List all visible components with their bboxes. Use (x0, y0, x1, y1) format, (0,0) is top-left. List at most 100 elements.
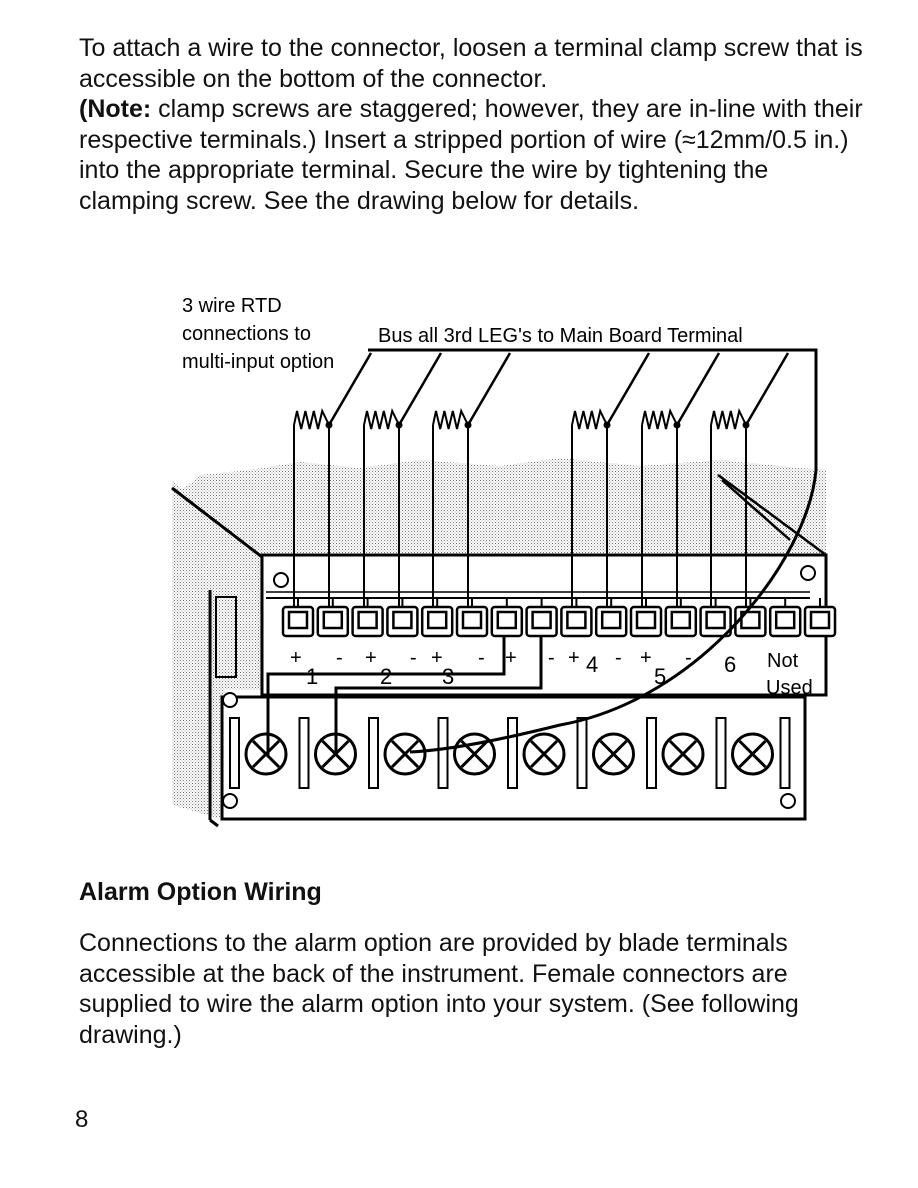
terminal-block (351, 598, 384, 638)
channel-number: 4 (586, 652, 598, 677)
resistor-symbol (432, 408, 469, 430)
terminal-block (629, 598, 663, 638)
bus-wire (368, 348, 818, 754)
resistor-symbol (363, 408, 400, 430)
third-leg-wire (605, 352, 651, 426)
rtd-sensor (571, 352, 651, 607)
board-mount-hole (222, 793, 238, 809)
rtd-label: 3 wire RTD (182, 295, 282, 317)
board-mount-hole (273, 572, 289, 588)
wire-to-main-board (266, 636, 506, 755)
terminal-divider (779, 717, 791, 789)
enclosure-edge-bottom (209, 818, 219, 828)
terminal-opening (809, 610, 831, 630)
enclosure-edge-right (717, 473, 827, 557)
intro-note-text: clamp screws are staggered; however, the… (79, 95, 863, 215)
terminal-opening (357, 610, 378, 630)
terminal-opening (774, 610, 796, 630)
rtd-sensors (293, 352, 790, 607)
alarm-paragraph: Connections to the alarm option are prov… (79, 929, 799, 1049)
rtd-sensor (641, 352, 721, 607)
rtd-sensor (363, 352, 443, 607)
terminal-divider (298, 717, 310, 789)
terminal-opening (496, 610, 518, 630)
terminal-divider (576, 717, 588, 789)
screw-slot (599, 739, 628, 769)
screw-terminal (368, 717, 427, 789)
terminal-block (768, 598, 802, 638)
board-mount-hole (780, 793, 796, 809)
terminal-divider (646, 717, 657, 789)
terminal-block (525, 598, 558, 638)
terminal-opening (531, 610, 552, 630)
screw-terminal (507, 717, 566, 789)
polarity-mark: - (685, 647, 692, 669)
intro-text: To attach a wire to the connector, loose… (79, 34, 863, 93)
resistor-symbol (710, 408, 747, 430)
third-leg-wire (675, 352, 721, 426)
screw-terminal (715, 717, 791, 789)
terminal-block (386, 598, 419, 638)
screw-terminal (229, 717, 288, 789)
screw-slot (668, 739, 698, 769)
resistor-symbol (293, 408, 330, 430)
screw-slot (460, 739, 489, 769)
channel-number: 1 (306, 664, 318, 689)
screw-slot (529, 739, 559, 769)
screw-slot (738, 739, 767, 769)
rtd-sensor (710, 352, 790, 607)
terminal-block (803, 598, 837, 638)
channel-number: 2 (380, 664, 392, 689)
terminal-opening (740, 610, 761, 630)
screw-terminal (437, 717, 496, 789)
polarity-mark: + (640, 647, 652, 669)
screw-slot (390, 739, 420, 769)
third-leg-wire (327, 352, 373, 426)
resistor-symbol (641, 408, 678, 430)
third-leg-wire (397, 352, 443, 426)
terminal-opening (461, 610, 483, 630)
section-heading: Alarm Option Wiring (79, 878, 322, 906)
third-leg-wire (744, 352, 790, 426)
terminal-block (455, 598, 489, 638)
terminal-block (594, 598, 628, 638)
terminal-block (664, 598, 698, 638)
screw-slot (251, 739, 281, 769)
resistor-symbol (571, 408, 608, 430)
terminal-opening (566, 610, 587, 630)
polarity-mark: - (478, 647, 485, 669)
not-used-label: Used (766, 677, 813, 699)
terminal-block (281, 598, 315, 638)
polarity-mark: - (548, 647, 555, 669)
terminal-opening (426, 610, 448, 630)
terminal-divider (715, 717, 727, 789)
terminal-divider (437, 717, 449, 789)
screw-terminal (576, 717, 635, 789)
polarity-mark: + (505, 647, 517, 669)
polarity-mark: + (431, 647, 443, 669)
terminal-divider (507, 717, 518, 789)
terminal-block (699, 598, 732, 638)
polarity-mark: + (290, 647, 302, 669)
polarity-mark: - (410, 647, 417, 669)
note-label: (Note: (79, 95, 152, 123)
rtd-label: multi-input option (182, 351, 334, 373)
terminal-divider (229, 717, 240, 789)
not-used-label: Not (767, 650, 799, 672)
polarity-labels: +-+-+-+-+-+- (290, 647, 692, 669)
polarity-mark: - (615, 647, 622, 669)
screw-terminal (646, 717, 705, 789)
bus-wire-segment (721, 479, 791, 541)
board-mount-hole (222, 692, 238, 708)
shaded-bracket (215, 596, 237, 678)
terminal-opening (600, 610, 622, 630)
intro-paragraph: To attach a wire to the connector, loose… (79, 33, 869, 216)
wire-to-main-board (334, 636, 543, 755)
terminal-opening (670, 610, 692, 630)
terminal-strip (281, 598, 837, 638)
terminal-opening (705, 610, 726, 630)
terminal-block (560, 598, 593, 638)
rtd-sensor (293, 352, 373, 607)
terminal-opening (392, 610, 413, 630)
